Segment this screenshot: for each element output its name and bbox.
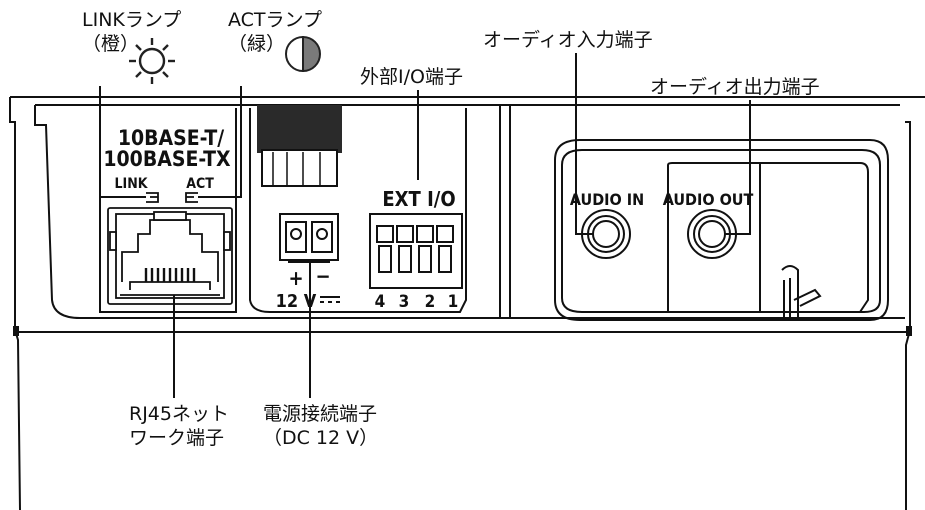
rj45-callout-line1: RJ45ネット (129, 403, 229, 425)
power-bracket (257, 105, 342, 187)
act-lamp-color: （緑） (228, 33, 286, 55)
power-minus-label: − (315, 264, 330, 288)
ext-pin-2: 2 (425, 292, 436, 312)
power-callout-line1: 電源接続端子 (263, 403, 378, 425)
ext-io-callout: 外部I/O端子 (360, 66, 463, 88)
ext-pin-4: 4 (375, 292, 386, 312)
audio-in-label: AUDIO IN (570, 190, 644, 209)
ext-io-terminal (369, 213, 463, 289)
link-led (146, 192, 159, 203)
rj45-callout-line2: ワーク端子 (129, 427, 225, 449)
power-callout-line2: （DC 12 V） (263, 427, 379, 449)
audio-out-label: AUDIO OUT (663, 190, 754, 209)
act-lamp-title: ACTランプ (228, 9, 322, 31)
dc-symbol-icon (320, 296, 340, 303)
housing-notch-left (13, 326, 19, 336)
power-terminal (279, 213, 339, 263)
act-led (185, 192, 198, 203)
act-label: ACT (186, 176, 214, 192)
power-plus-label: + (288, 266, 303, 290)
network-label-2: 100BASE-TX (103, 147, 231, 171)
ext-pin-1: 1 (448, 292, 459, 312)
rj45-callout: RJ45ネット ワーク端子 (129, 402, 229, 450)
act-lamp-callout: ACTランプ （緑） (228, 8, 322, 56)
sun-icon (129, 38, 175, 84)
power-callout: 電源接続端子 （DC 12 V） (263, 402, 378, 450)
leader-lines (99, 53, 751, 398)
power-voltage-label: 12 V (276, 291, 317, 312)
audio-cover (554, 139, 889, 321)
link-lamp-color: （橙） (82, 33, 140, 55)
link-lamp-title: LINKランプ (82, 9, 182, 31)
half-circle-icon (285, 35, 321, 73)
ext-io-label: EXT I/O (382, 187, 455, 211)
audio-out-callout: オーディオ出力端子 (650, 76, 820, 98)
network-label-1: 10BASE-T/ (118, 126, 224, 150)
housing-notch-right (906, 326, 912, 336)
rj45-port (107, 207, 233, 305)
ext-pin-3: 3 (399, 292, 410, 312)
link-label: LINK (114, 176, 148, 192)
link-lamp-callout: LINKランプ （橙） (82, 8, 181, 56)
audio-in-callout: オーディオ入力端子 (483, 29, 653, 51)
connector-panel (99, 108, 467, 313)
